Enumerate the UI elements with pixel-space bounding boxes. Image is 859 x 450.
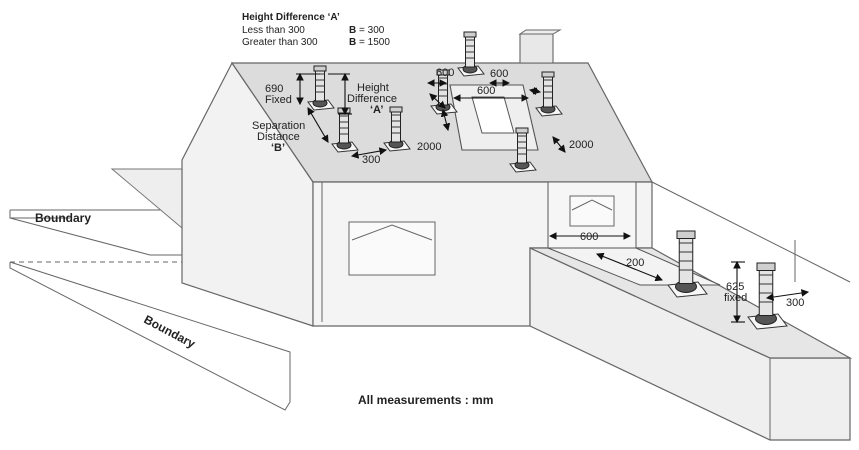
dimension-label: fixed <box>724 292 747 304</box>
flue-terminal-icon <box>667 230 708 298</box>
separation-label: ‘B’ <box>271 142 285 154</box>
height-difference-label: Difference <box>347 93 397 105</box>
dimension-label: 2000 <box>569 139 593 151</box>
legend-letter: B <box>349 37 357 48</box>
flue-terminal-icon <box>535 71 563 117</box>
dimension-label: 2000 <box>417 141 441 153</box>
dimension-label: 600 <box>477 85 495 97</box>
legend-row-2: Greater than 300 B = 1500 <box>242 37 390 50</box>
height-difference-label: ‘A’ <box>370 104 383 116</box>
dimension-label: 625 <box>726 281 744 293</box>
dimension-label: 600 <box>436 67 454 79</box>
dimension-label: 300 <box>362 154 380 166</box>
separation-label: Separation <box>252 120 305 132</box>
boundary-label: Boundary <box>142 312 198 351</box>
dimension-lines <box>296 72 810 324</box>
height-difference-label: Height <box>357 82 389 94</box>
separation-label: Distance <box>257 131 300 143</box>
dimension-label: Fixed <box>265 94 292 106</box>
legend-letter: B <box>349 24 357 36</box>
boundary-label: Boundary <box>35 211 91 225</box>
legend-value: = 300 <box>359 24 385 36</box>
legend-condition: Greater than 300 <box>242 37 318 48</box>
legend-row-1: Less than 300 B = 300 <box>242 25 390 38</box>
footer-note: All measurements : mm <box>358 393 494 407</box>
flue-terminal-icon <box>383 106 411 152</box>
dimension-label: 300 <box>786 297 804 309</box>
dimension-label: 600 <box>490 68 508 80</box>
legend: Height Difference ‘A’ Less than 300 B = … <box>242 12 390 50</box>
flue-terminal-icon <box>457 31 485 77</box>
dimension-label: 600 <box>580 231 598 243</box>
dimension-label: 200 <box>626 257 644 269</box>
extension <box>529 181 853 441</box>
dimension-label: 690 <box>265 83 283 95</box>
flue-terminal-icon <box>509 127 537 173</box>
legend-condition: Less than 300 <box>242 24 305 36</box>
legend-value: = 1500 <box>359 37 390 48</box>
legend-title: Height Difference ‘A’ <box>242 12 340 23</box>
